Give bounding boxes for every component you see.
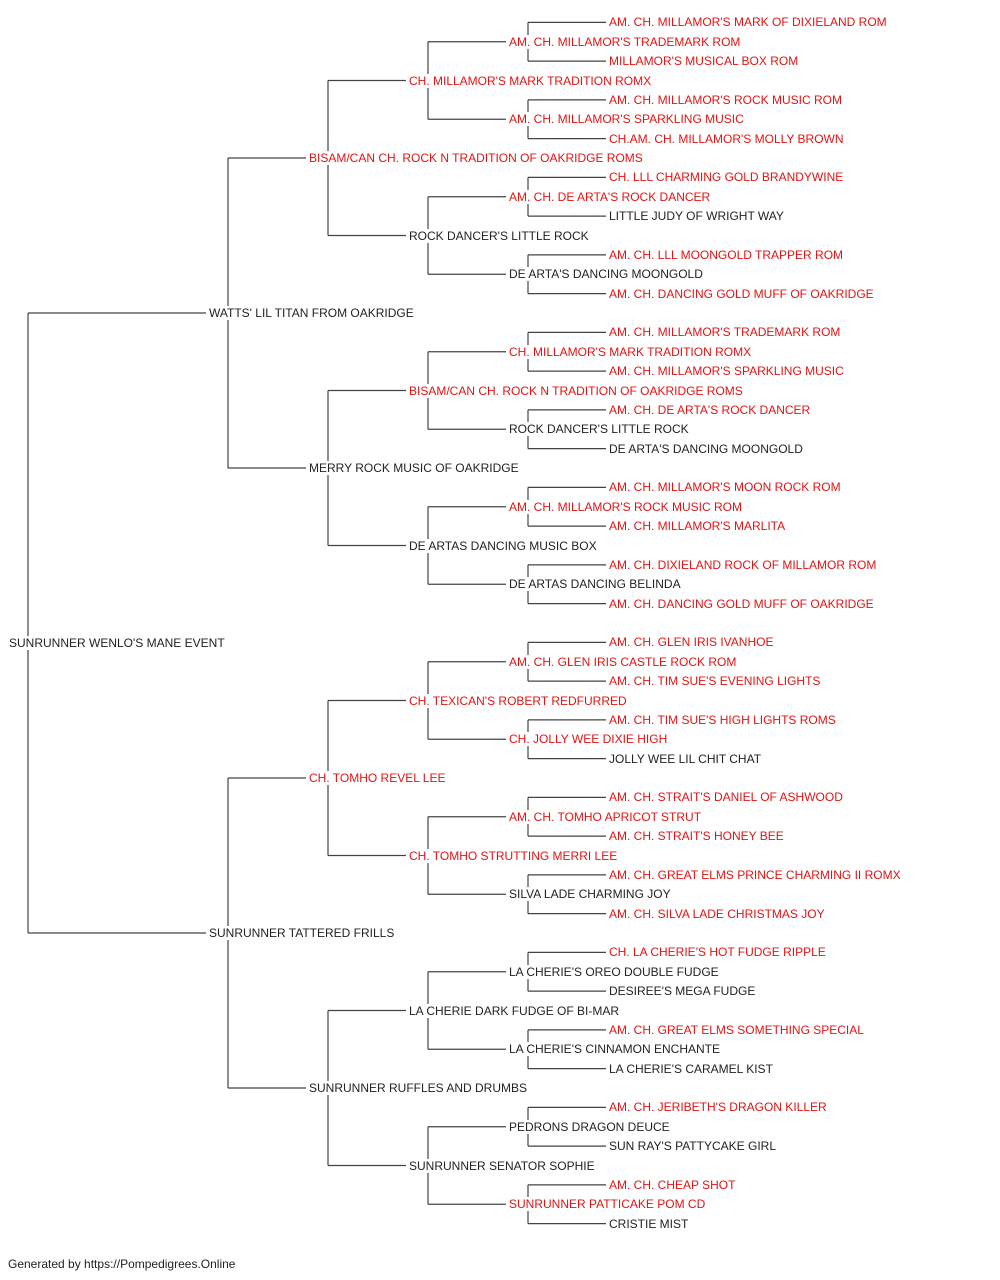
pedigree-node-gen5: SUN RAY'S PATTYCAKE GIRL [608,1139,777,1154]
pedigree-node-gen5: AM. CH. TIM SUE'S EVENING LIGHTS [608,674,822,689]
pedigree-node-gen4: CH. MILLAMOR'S MARK TRADITION ROMX [508,344,753,359]
pedigree-node-gen4: AM. CH. MILLAMOR'S SPARKLING MUSIC [508,112,745,127]
pedigree-node-gen3: DE ARTAS DANCING MUSIC BOX [408,538,598,553]
pedigree-node-gen3: LA CHERIE DARK FUDGE OF BI-MAR [408,1003,621,1018]
pedigree-node-gen5: DE ARTA'S DANCING MOONGOLD [608,441,804,456]
pedigree-node-gen4: CH. JOLLY WEE DIXIE HIGH [508,732,669,747]
pedigree-node-gen4: AM. CH. TOMHO APRICOT STRUT [508,809,703,824]
pedigree-node-gen4: DE ARTA'S DANCING MOONGOLD [508,267,704,282]
pedigree-node-gen5: AM. CH. DANCING GOLD MUFF OF OAKRIDGE [608,286,875,301]
pedigree-node-gen5: JOLLY WEE LIL CHIT CHAT [608,751,763,766]
pedigree-node-gen4: ROCK DANCER'S LITTLE ROCK [508,422,690,437]
pedigree-node-gen3: BISAM/CAN CH. ROCK N TRADITION OF OAKRID… [408,383,744,398]
pedigree-node-gen2: CH. TOMHO REVEL LEE [308,771,447,785]
pedigree-node-gen5: AM. CH. DIXIELAND ROCK OF MILLAMOR ROM [608,557,878,572]
pedigree-node-gen5: AM. CH. MILLAMOR'S ROCK MUSIC ROM [608,92,843,107]
pedigree-node-gen0: SUNRUNNER WENLO'S MANE EVENT [8,636,226,650]
pedigree-node-gen4: AM. CH. DE ARTA'S ROCK DANCER [508,189,712,204]
generated-by-footer: Generated by https://Pompedigrees.Online [8,1257,236,1271]
pedigree-node-gen4: LA CHERIE'S CINNAMON ENCHANTE [508,1042,721,1057]
pedigree-node-gen5: CRISTIE MIST [608,1216,690,1231]
pedigree-node-gen5: AM. CH. MILLAMOR'S TRADEMARK ROM [608,325,842,340]
pedigree-node-gen5: AM. CH. LLL MOONGOLD TRAPPER ROM [608,247,845,262]
pedigree-node-gen5: LA CHERIE'S CARAMEL KIST [608,1061,774,1076]
pedigree-node-gen5: AM. CH. JERIBETH'S DRAGON KILLER [608,1100,828,1115]
pedigree-node-gen2: SUNRUNNER RUFFLES AND DRUMBS [308,1081,529,1095]
pedigree-node-gen5: AM. CH. DANCING GOLD MUFF OF OAKRIDGE [608,596,875,611]
pedigree-node-gen5: CH. LLL CHARMING GOLD BRANDYWINE [608,170,845,185]
pedigree-node-gen4: AM. CH. MILLAMOR'S TRADEMARK ROM [508,34,742,49]
pedigree-node-gen3: SUNRUNNER SENATOR SOPHIE [408,1158,596,1173]
pedigree-node-gen3: CH. MILLAMOR'S MARK TRADITION ROMX [408,73,653,88]
pedigree-node-gen3: CH. TEXICAN'S ROBERT REDFURRED [408,693,628,708]
pedigree-node-gen1: WATTS' LIL TITAN FROM OAKRIDGE [208,306,415,320]
pedigree-node-gen5: AM. CH. GREAT ELMS SOMETHING SPECIAL [608,1022,865,1037]
pedigree-node-gen4: AM. CH. MILLAMOR'S ROCK MUSIC ROM [508,499,743,514]
pedigree-node-gen5: AM. CH. SILVA LADE CHRISTMAS JOY [608,906,826,921]
pedigree-node-gen5: AM. CH. MILLAMOR'S MOON ROCK ROM [608,480,842,495]
pedigree-node-gen4: DE ARTAS DANCING BELINDA [508,577,682,592]
pedigree-node-gen4: PEDRONS DRAGON DEUCE [508,1119,671,1134]
pedigree-node-gen5: AM. CH. STRAIT'S HONEY BEE [608,829,785,844]
pedigree-node-gen4: AM. CH. GLEN IRIS CASTLE ROCK ROM [508,654,738,669]
pedigree-node-gen5: MILLAMOR'S MUSICAL BOX ROM [608,54,800,69]
pedigree-node-gen5: AM. CH. GLEN IRIS IVANHOE [608,635,775,650]
pedigree-node-gen2: MERRY ROCK MUSIC OF OAKRIDGE [308,461,520,475]
pedigree-node-gen3: CH. TOMHO STRUTTING MERRI LEE [408,848,619,863]
pedigree-node-gen1: SUNRUNNER TATTERED FRILLS [208,926,396,940]
pedigree-node-gen5: AM. CH. DE ARTA'S ROCK DANCER [608,402,812,417]
pedigree-node-gen5: AM. CH. STRAIT'S DANIEL OF ASHWOOD [608,790,844,805]
pedigree-node-gen5: AM. CH. MILLAMOR'S SPARKLING MUSIC [608,364,845,379]
pedigree-node-gen5: AM. CH. CHEAP SHOT [608,1177,737,1192]
pedigree-node-gen5: DESIREE'S MEGA FUDGE [608,984,757,999]
pedigree-node-gen5: AM. CH. MILLAMOR'S MARLITA [608,519,787,534]
pedigree-node-gen4: SILVA LADE CHARMING JOY [508,887,672,902]
pedigree-node-gen5: AM. CH. TIM SUE'S HIGH LIGHTS ROMS [608,712,837,727]
pedigree-node-gen5: CH. LA CHERIE'S HOT FUDGE RIPPLE [608,945,827,960]
pedigree-node-gen2: BISAM/CAN CH. ROCK N TRADITION OF OAKRID… [308,151,644,165]
pedigree-node-gen5: AM. CH. MILLAMOR'S MARK OF DIXIELAND ROM [608,15,888,30]
pedigree-node-gen5: CH.AM. CH. MILLAMOR'S MOLLY BROWN [608,131,845,146]
pedigree-node-gen5: LITTLE JUDY OF WRIGHT WAY [608,209,785,224]
pedigree-node-gen5: AM. CH. GREAT ELMS PRINCE CHARMING II RO… [608,867,902,882]
pedigree-node-gen4: LA CHERIE'S OREO DOUBLE FUDGE [508,964,720,979]
pedigree-node-gen3: ROCK DANCER'S LITTLE ROCK [408,228,590,243]
pedigree-node-gen4: SUNRUNNER PATTICAKE POM CD [508,1197,707,1212]
